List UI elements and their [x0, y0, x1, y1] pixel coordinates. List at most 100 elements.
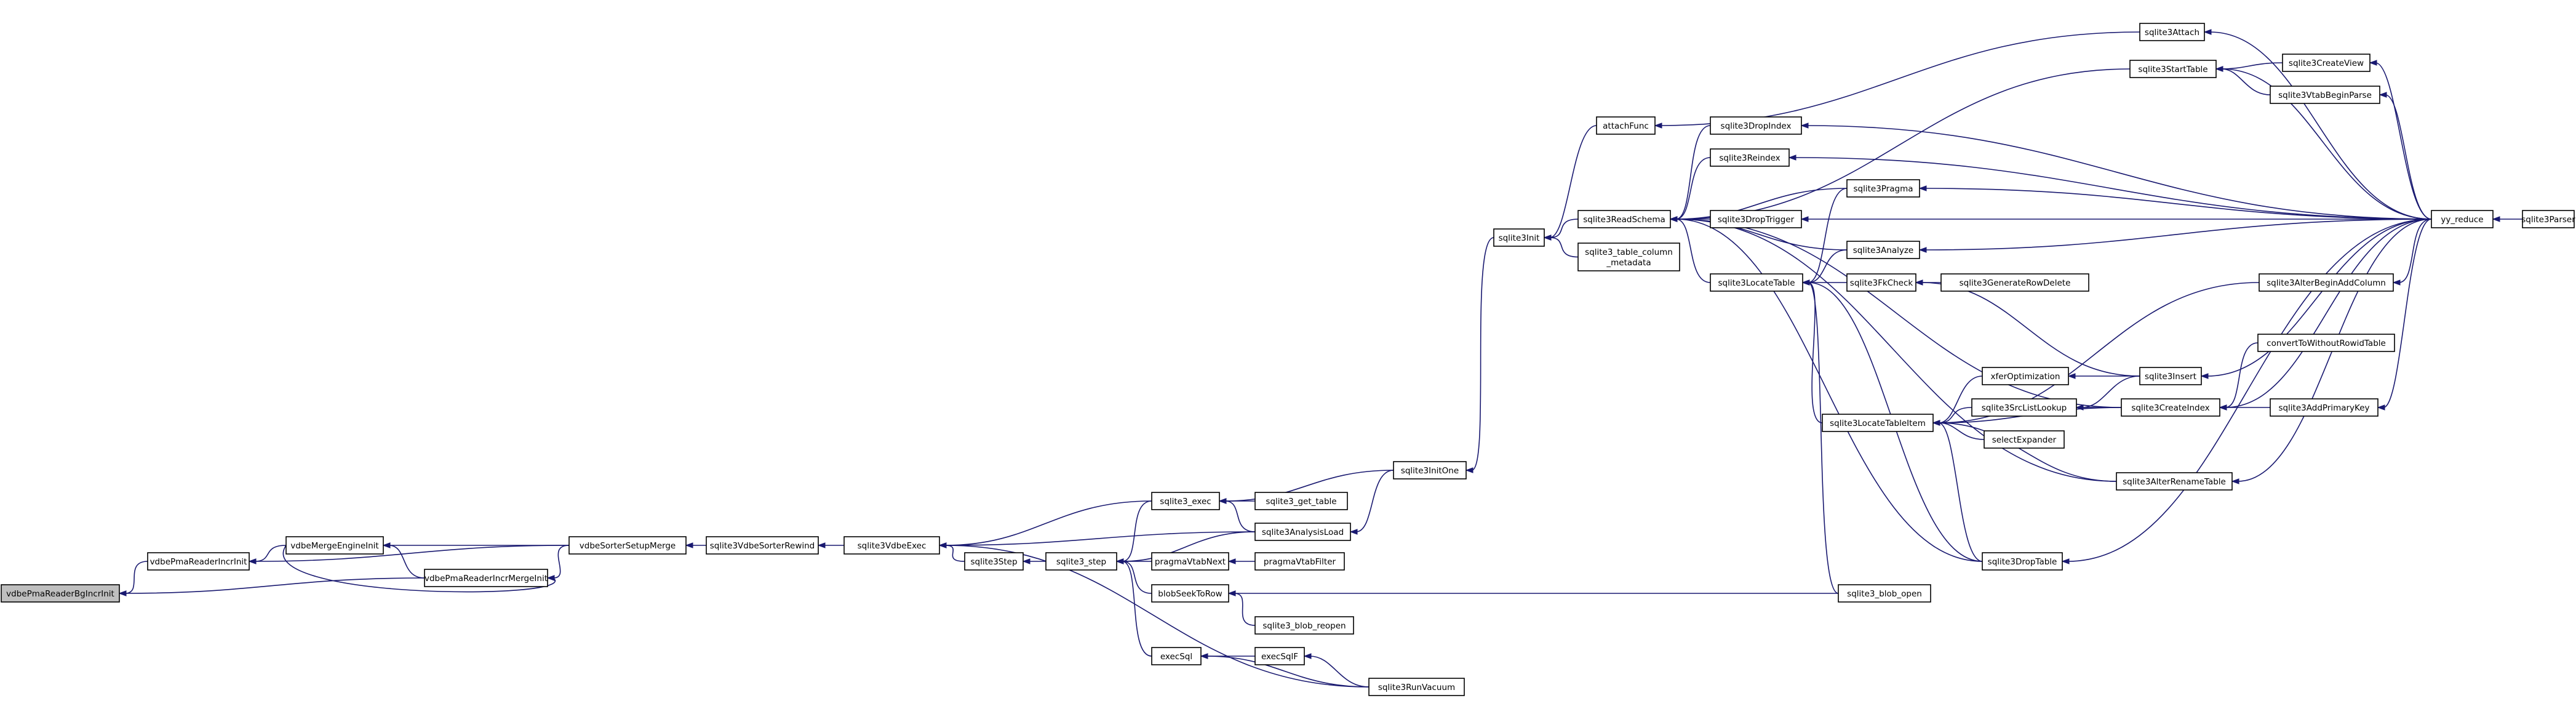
graph-node-vdbepmareaderincrinit[interactable]: vdbePmaReaderIncrInit — [147, 552, 250, 571]
graph-node-sqlite3analyze[interactable]: sqlite3Analyze — [1846, 241, 1920, 259]
node-box — [1151, 492, 1220, 510]
node-label: sqlite3LocateTable — [1718, 278, 1795, 288]
arrowhead — [2369, 60, 2377, 66]
node-box — [1393, 461, 1467, 479]
arrowhead — [1669, 216, 1678, 222]
node-box — [1254, 492, 1348, 510]
node-label: sqlite3GenerateRowDelete — [1960, 278, 2071, 288]
graph-node-sqlite3droptrigger[interactable]: sqlite3DropTrigger — [1710, 210, 1802, 228]
graph-node-sqlite3-step[interactable]: sqlite3_step — [1045, 552, 1117, 571]
graph-node-sqlite3createview[interactable]: sqlite3CreateView — [2282, 54, 2371, 72]
call-edge — [1355, 470, 1394, 532]
graph-node-sqlite3dropindex[interactable]: sqlite3DropIndex — [1710, 116, 1802, 135]
arrowhead — [1800, 122, 1809, 129]
graph-node-sqlite3-blob-reopen[interactable]: sqlite3_blob_reopen — [1254, 616, 1354, 635]
call-edge — [944, 500, 1152, 546]
node-label: sqlite3_exec — [1160, 497, 1211, 507]
node-label: xferOptimization — [1991, 372, 2060, 382]
call-edge — [388, 545, 425, 579]
graph-node-sqlite3vdbeexec[interactable]: sqlite3VdbeExec — [843, 536, 940, 555]
node-box — [1151, 647, 1202, 665]
graph-node-yy-reduce[interactable]: yy_reduce — [2431, 210, 2494, 228]
graph-node-sqlite3vtabbeginparse[interactable]: sqlite3VtabBeginParse — [2270, 86, 2380, 104]
graph-node-attachfunc[interactable]: attachFunc — [1596, 116, 1656, 135]
call-edge — [254, 545, 287, 562]
graph-node-sqlite3srclistlookup[interactable]: sqlite3SrcListLookup — [1971, 398, 2077, 417]
graph-node-sqlite3locatetable[interactable]: sqlite3LocateTable — [1710, 273, 1803, 292]
node-label: yy_reduce — [2441, 215, 2483, 225]
node-label: selectExpander — [1992, 435, 2057, 445]
call-edge — [1122, 531, 1256, 562]
node-box — [1596, 116, 1656, 135]
graph-node-sqlite3alterrenametable[interactable]: sqlite3AlterRenameTable — [2116, 472, 2233, 491]
arrowhead — [1788, 154, 1796, 161]
node-box — [2522, 210, 2575, 228]
arrowhead — [2379, 92, 2387, 98]
node-box — [568, 536, 687, 555]
node-box — [1710, 116, 1802, 135]
graph-node-sqlite3starttable[interactable]: sqlite3StartTable — [2129, 60, 2217, 78]
arrowhead — [1800, 216, 1809, 222]
graph-node-blobseektorow[interactable]: blobSeekToRow — [1151, 584, 1229, 603]
graph-node-sqlite3addprimarykey[interactable]: sqlite3AddPrimaryKey — [2270, 398, 2379, 417]
node-label: execSql — [1160, 652, 1192, 662]
call-edge — [1808, 188, 1848, 283]
call-edge — [944, 531, 1256, 546]
call-edge — [254, 545, 570, 562]
graph-node-execsqlf[interactable]: execSqlF — [1254, 647, 1305, 665]
graph-node-sqlite3readschema[interactable]: sqlite3ReadSchema — [1577, 210, 1671, 228]
graph-node-pragmavtabnext[interactable]: pragmaVtabNext — [1151, 552, 1229, 571]
node-box — [1710, 148, 1790, 167]
arrowhead — [1465, 467, 1473, 473]
call-edge — [1206, 656, 1370, 688]
graph-node-sqlite3analysisload[interactable]: sqlite3AnalysisLoad — [1254, 523, 1351, 541]
graph-node-sqlite3createindex[interactable]: sqlite3CreateIndex — [2121, 398, 2220, 417]
node-box — [1151, 552, 1229, 571]
node-label: sqlite3AlterRenameTable — [2123, 477, 2226, 487]
graph-node-converttowithoutrowidtable[interactable]: convertToWithoutRowidTable — [2257, 334, 2395, 352]
graph-node-sqlite3fkcheck[interactable]: sqlite3FkCheck — [1846, 273, 1916, 292]
graph-node-vdbemergeengineinit[interactable]: vdbeMergeEngineInit — [285, 536, 384, 555]
node-box — [2282, 54, 2371, 72]
graph-node-sqlite3pragma[interactable]: sqlite3Pragma — [1846, 179, 1920, 198]
graph-node-pragmavtabfilter[interactable]: pragmaVtabFilter — [1254, 552, 1345, 571]
arrowhead — [2377, 404, 2385, 411]
call-edge — [1675, 188, 1848, 220]
graph-node-sqlite3vdbesorterrewind[interactable]: sqlite3VdbeSorterRewind — [706, 536, 819, 555]
node-label: sqlite3ReadSchema — [1583, 215, 1665, 225]
graph-node-sqlite3-get-table[interactable]: sqlite3_get_table — [1254, 492, 1348, 510]
graph-node-vdbesortersetupmerge[interactable]: vdbeSorterSetupMerge — [568, 536, 687, 555]
node-box — [2129, 60, 2217, 78]
graph-node-sqlite3attach[interactable]: sqlite3Attach — [2139, 23, 2205, 41]
node-label: sqlite3AddPrimaryKey — [2278, 403, 2369, 413]
node-box — [2139, 367, 2202, 385]
call-edge — [1660, 31, 2140, 126]
graph-node-execsql[interactable]: execSql — [1151, 647, 1202, 665]
graph-node-sqlite3-exec[interactable]: sqlite3_exec — [1151, 492, 1220, 510]
graph-node-sqlite3alterbeginaddcolumn[interactable]: sqlite3AlterBeginAddColumn — [2259, 273, 2394, 292]
graph-node-sqlite3step[interactable]: sqlite3Step — [964, 552, 1024, 571]
graph-node-xferoptimization[interactable]: xferOptimization — [1982, 367, 2069, 385]
node-box — [1940, 273, 2089, 292]
graph-node-vdbepmareaderincrmergeinit[interactable]: vdbePmaReaderIncrMergeInit — [424, 569, 548, 587]
graph-node-sqlite3locatetableitem[interactable]: sqlite3LocateTableItem — [1822, 414, 1934, 432]
graph-node-sqlite3runvacuum[interactable]: sqlite3RunVacuum — [1368, 678, 1465, 696]
graph-node-sqlite3droptable[interactable]: sqlite3DropTable — [1982, 552, 2063, 571]
arrowhead — [1303, 653, 1312, 659]
node-box — [1045, 552, 1117, 571]
graph-node-sqlite3-table-column-metadata[interactable]: sqlite3_table_column_metadata — [1577, 243, 1680, 271]
arrowhead — [1918, 185, 1927, 191]
call-edge — [1549, 125, 1597, 238]
graph-node-sqlite3-blob-open[interactable]: sqlite3_blob_open — [1838, 584, 1931, 603]
graph-node-selectexpander[interactable]: selectExpander — [1984, 430, 2065, 449]
graph-node-sqlite3parser[interactable]: sqlite3Parser — [2521, 210, 2575, 228]
graph-node-sqlite3initone[interactable]: sqlite3InitOne — [1393, 461, 1467, 479]
graph-node-sqlite3init[interactable]: sqlite3Init — [1493, 228, 1545, 247]
node-label: sqlite3Attach — [2145, 28, 2199, 38]
node-box — [1254, 647, 1305, 665]
call-edge — [1938, 375, 1983, 423]
graph-node-sqlite3reindex[interactable]: sqlite3Reindex — [1710, 148, 1790, 167]
graph-node-sqlite3insert[interactable]: sqlite3Insert — [2139, 367, 2202, 385]
graph-node-sqlite3generaterowdelete[interactable]: sqlite3GenerateRowDelete — [1940, 273, 2089, 292]
edge-layer — [118, 29, 2522, 688]
